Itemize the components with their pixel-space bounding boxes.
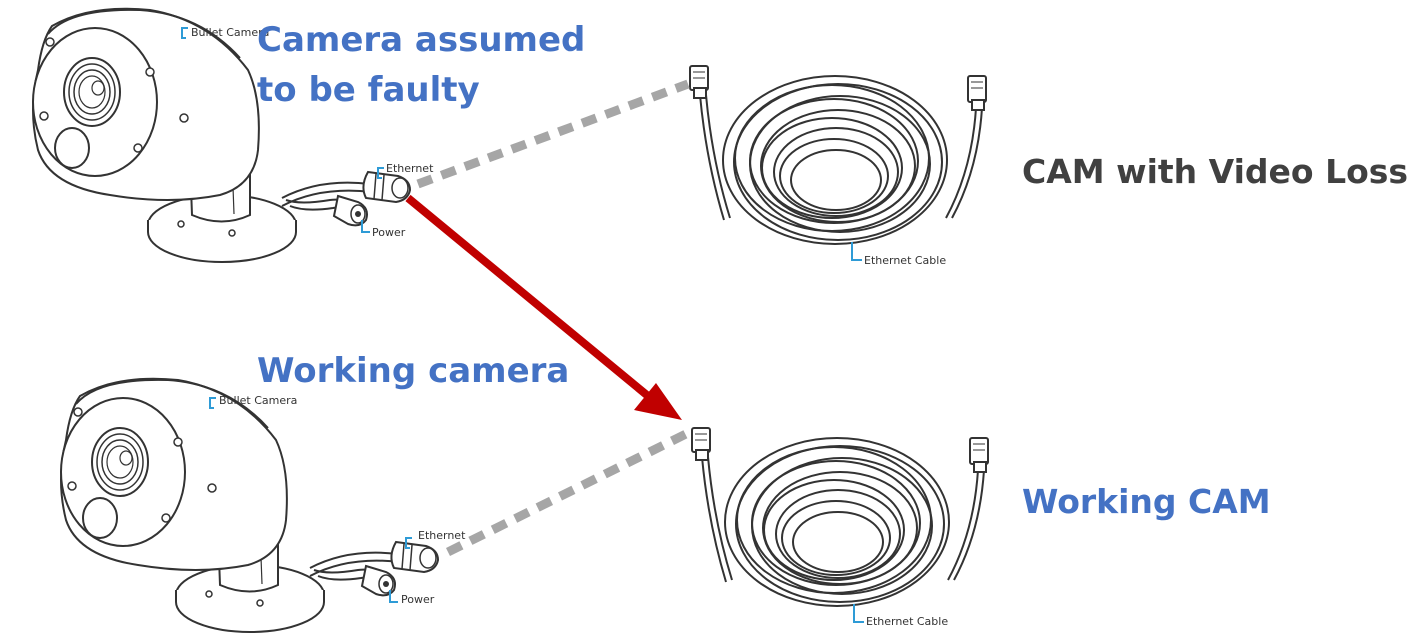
faulty-camera-headline-line2: to be faulty: [257, 70, 480, 110]
working-camera-headline: Working camera: [257, 351, 569, 391]
bottom-dashed-connection: [446, 427, 692, 557]
top-camera-label: Bullet Camera: [191, 26, 269, 39]
bottom-camera-label: Bullet Camera: [219, 394, 297, 407]
bottom-ethernet-cable: [691, 427, 989, 623]
top-power-label: Power: [372, 226, 406, 239]
top-cable-label: Ethernet Cable: [864, 254, 946, 267]
working-cam-status: Working CAM: [1022, 482, 1271, 521]
top-dashed-connection: [416, 79, 690, 189]
top-ethernet-label: Ethernet: [386, 162, 434, 175]
bottom-cable-label: Ethernet Cable: [866, 615, 948, 628]
bottom-power-label: Power: [401, 593, 435, 606]
swap-arrow: [405, 194, 682, 420]
bottom-ethernet-label: Ethernet: [418, 529, 466, 542]
bottom-bullet-camera: [60, 377, 439, 633]
top-ethernet-cable: [689, 65, 987, 261]
video-loss-status: CAM with Video Loss: [1022, 152, 1408, 191]
faulty-camera-headline-line1: Camera assumed: [257, 20, 585, 60]
